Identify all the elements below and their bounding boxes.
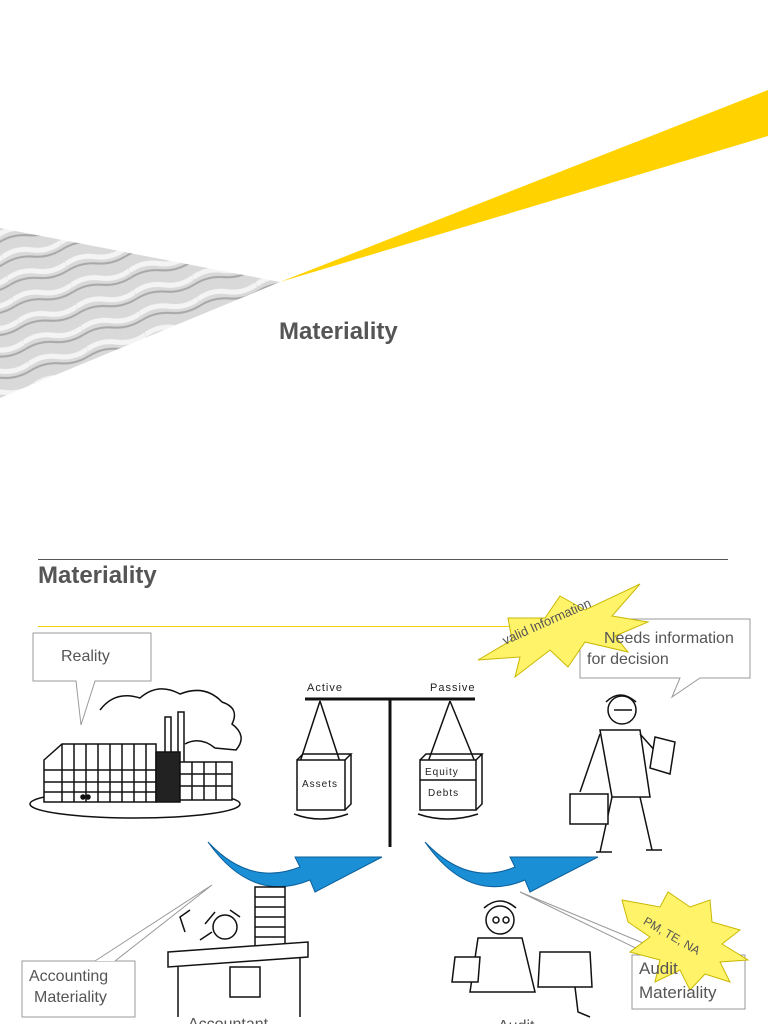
passive-label: Passive <box>430 682 476 694</box>
title-slide-graphics <box>0 90 768 398</box>
accountant-caption: Accountant <box>188 1014 268 1024</box>
auditor-illustration <box>451 900 593 1018</box>
top-rule <box>38 559 728 560</box>
blue-arrows <box>207 841 599 893</box>
reality-callout-shape <box>32 632 152 726</box>
title-underline <box>38 626 528 627</box>
businessman-illustration <box>569 694 676 853</box>
accounting-callout-shape <box>21 884 213 1018</box>
accounting-line-1: Accounting <box>29 968 109 985</box>
needs-info-callout-shape <box>579 618 751 699</box>
debts-label: Debts <box>428 788 460 799</box>
diagram-graphics <box>21 583 751 1018</box>
accountant-illustration <box>167 886 309 1017</box>
needs-info-line-1: Needs information <box>604 630 734 647</box>
arrow-right <box>424 841 599 893</box>
valid-info-star <box>477 583 650 679</box>
reality-label: Reality <box>61 648 110 665</box>
auditor-caption: Audit <box>498 1016 534 1024</box>
yellow-beam <box>280 90 768 282</box>
needs-info-line-2: for decision <box>587 651 669 668</box>
title-slide: Materiality <box>0 90 768 398</box>
audit-line-2: Materiality <box>639 983 717 1002</box>
slide-title: Materiality <box>38 562 157 589</box>
audit-materiality-label: Audit Materiality <box>639 957 716 1005</box>
sand-wedge <box>0 228 280 398</box>
arrow-left <box>207 841 383 893</box>
assets-label: Assets <box>302 779 339 790</box>
content-slide: Materiality <box>0 512 768 1024</box>
audit-line-1: Audit <box>639 959 678 978</box>
balance-scale <box>293 697 484 847</box>
needs-info-label: Needs information for decision <box>587 628 734 670</box>
pm-te-na-star <box>621 891 750 991</box>
slide-title: Materiality <box>279 318 398 345</box>
equity-label: Equity <box>425 767 459 778</box>
active-label: Active <box>307 682 343 694</box>
accounting-line-2: Materiality <box>34 989 107 1006</box>
factory-illustration <box>29 688 242 819</box>
accounting-materiality-label: Accounting Materiality <box>29 966 108 1008</box>
